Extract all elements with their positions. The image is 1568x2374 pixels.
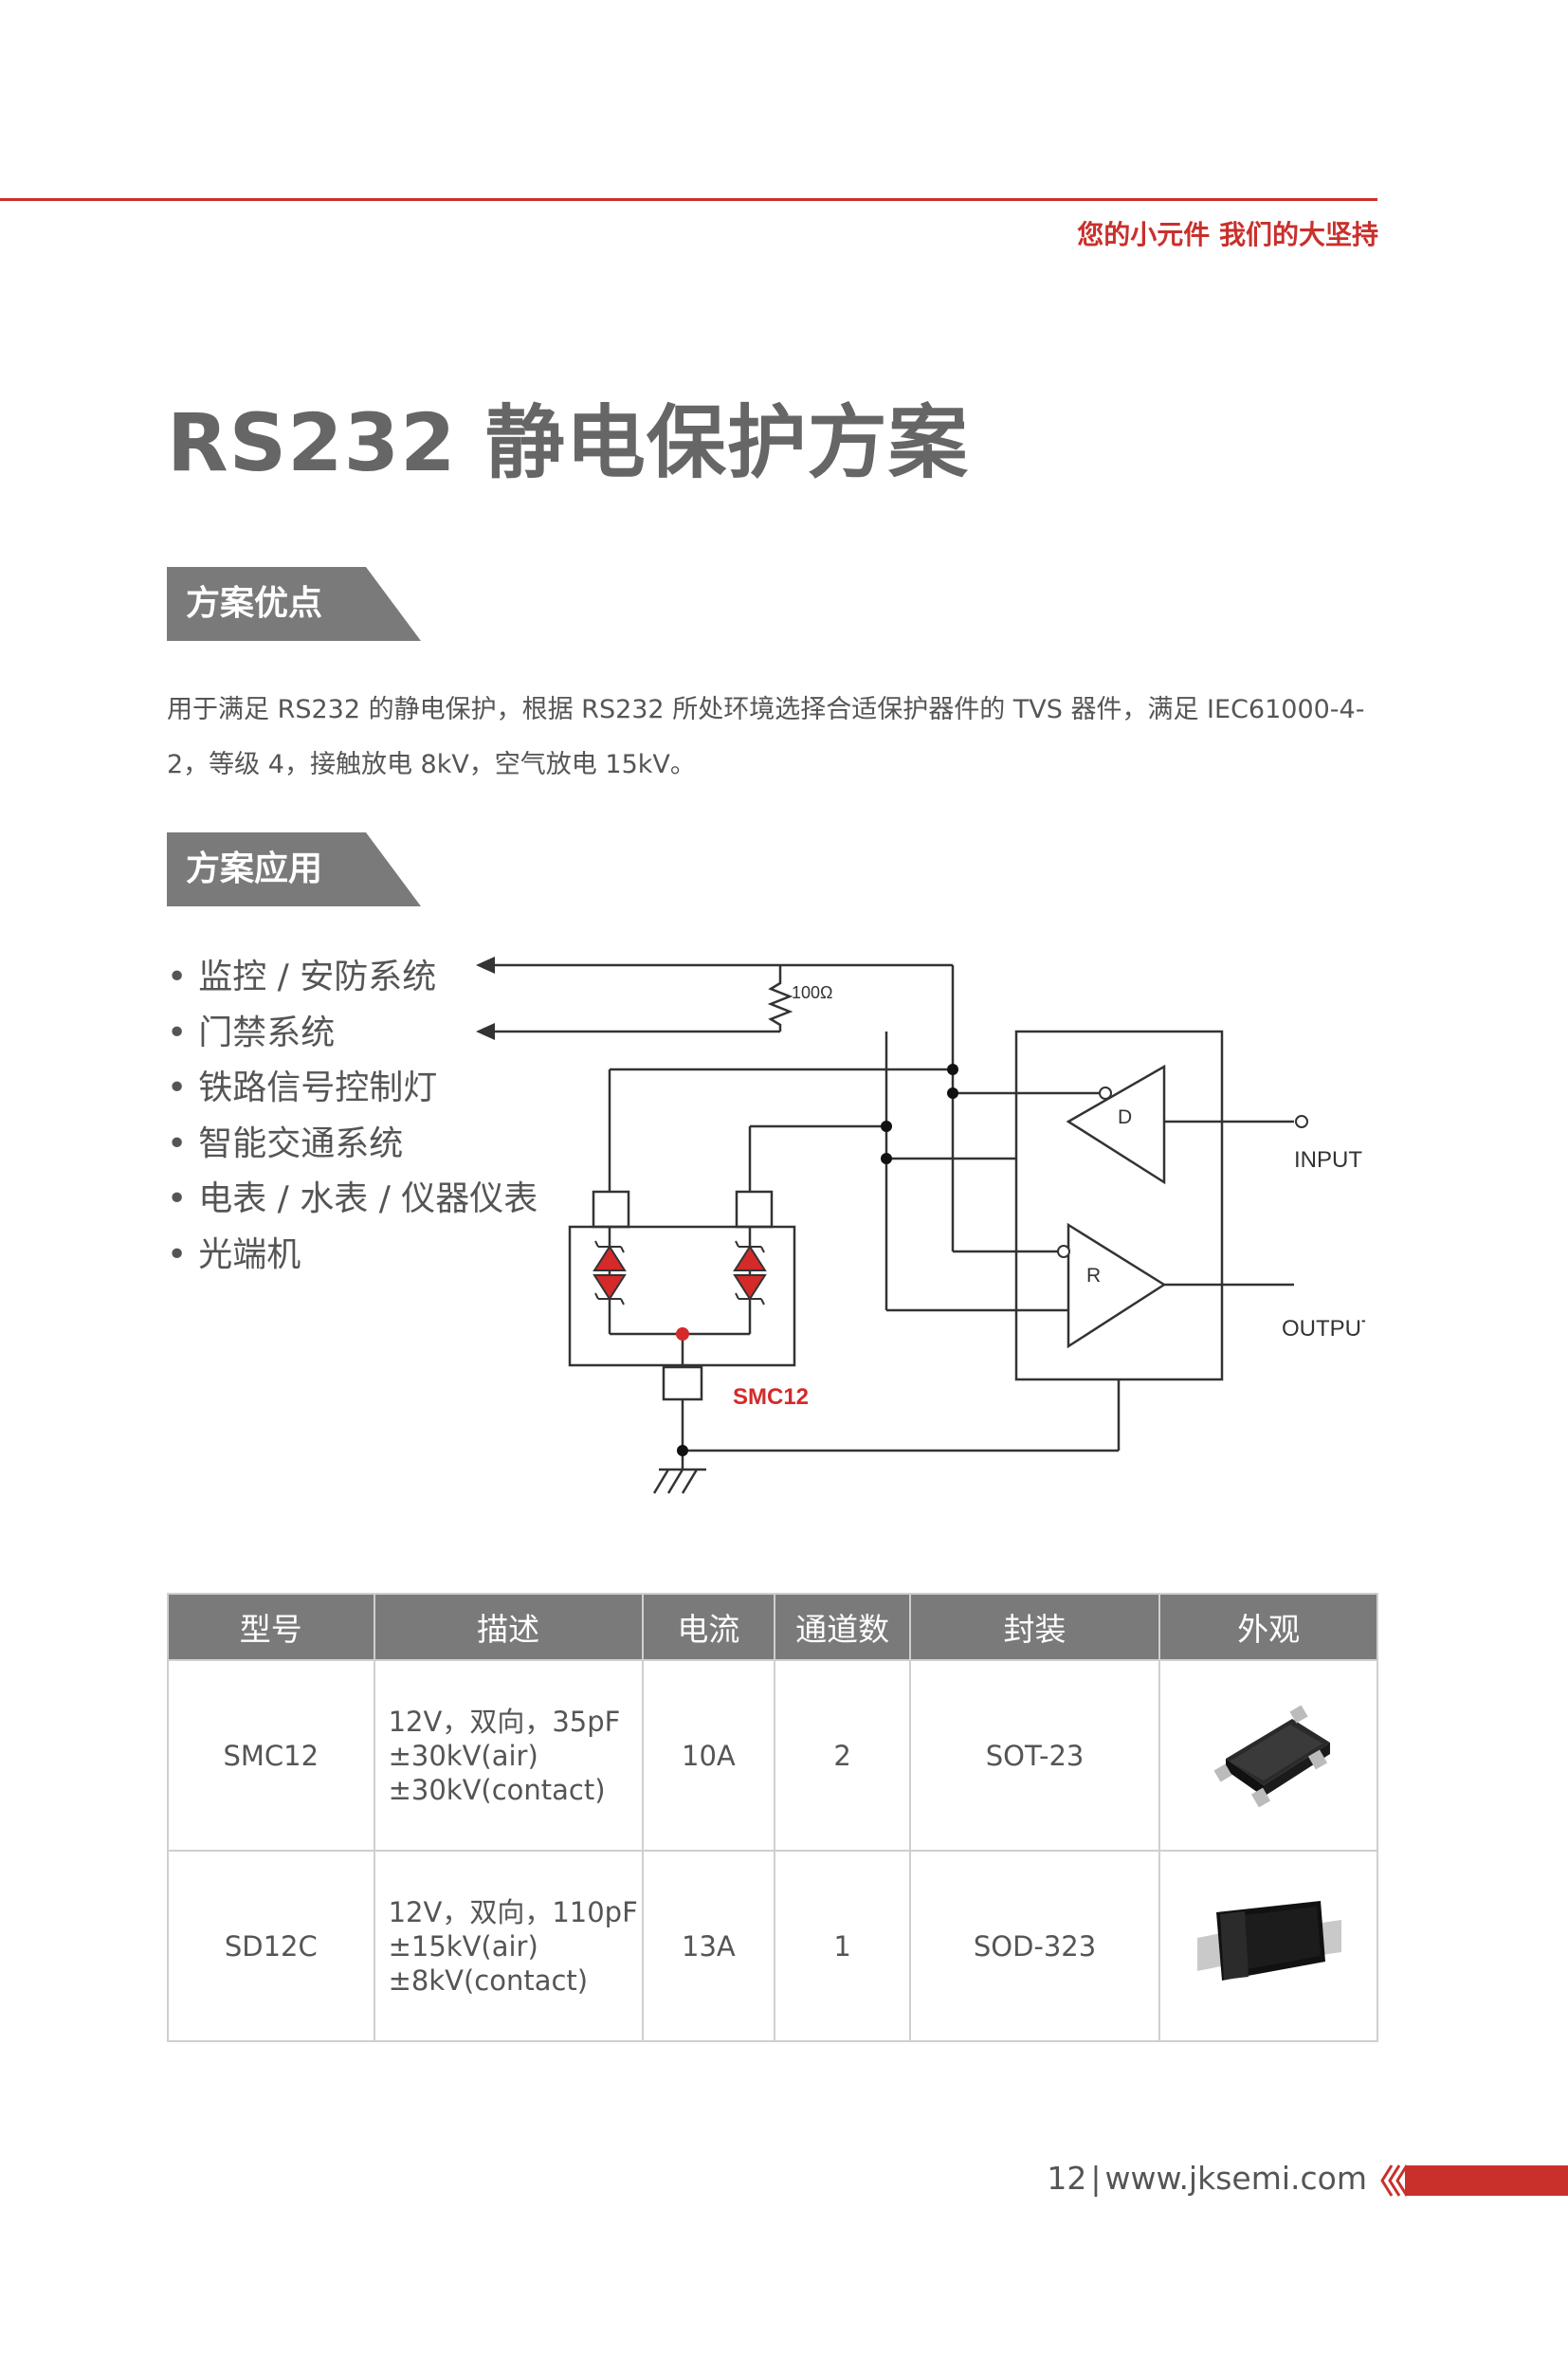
header-appearance: 外观: [1158, 1593, 1378, 1661]
output-label: OUTPUT: [1282, 1316, 1365, 1342]
driver-label: D: [1118, 1106, 1132, 1128]
section-tag-applications: 方案应用: [167, 832, 421, 906]
cell-appearance: [1158, 1659, 1378, 1852]
desc-line: ±30kV(air): [388, 1739, 538, 1772]
website-url: www.jksemi.com: [1104, 2160, 1368, 2197]
desc-line: ±8kV(contact): [388, 1963, 589, 1997]
rs232-schematic: 100Ω D R INPUT OUTPUT SMC12: [476, 957, 1365, 1494]
header-channels: 通道数: [774, 1593, 911, 1661]
table-row: SD12C 12V，双向，110pF ±15kV(air) ±8kV(conta…: [167, 1850, 1378, 2042]
header-rule: [0, 198, 1377, 201]
page-title: RS232 静电保护方案: [167, 396, 969, 489]
chevron-left-icon: [1380, 2164, 1407, 2197]
sod323-package-image: [1197, 1901, 1342, 1981]
cell-package: SOD-323: [908, 1850, 1161, 2042]
spec-table: 型号 描述 电流 通道数 封装 外观 SMC12 12V，双向，35pF ±30…: [167, 1593, 1378, 2042]
desc-line: 12V，双向，110pF: [388, 1895, 638, 1928]
list-item: 监控 / 安防系统: [167, 950, 538, 1006]
section-tag-advantages: 方案优点: [167, 567, 421, 641]
cell-model: SD12C: [167, 1850, 375, 2042]
footer-accent-bar: [1405, 2165, 1568, 2196]
desc-line: ±15kV(air): [388, 1929, 538, 1963]
list-item: 铁路信号控制灯: [167, 1061, 538, 1117]
footer-text: 12|www.jksemi.com: [1047, 2160, 1367, 2197]
header-current: 电流: [641, 1593, 776, 1661]
device-label: SMC12: [733, 1384, 809, 1410]
header-package: 封装: [908, 1593, 1161, 1661]
cell-appearance: [1158, 1850, 1378, 2042]
cell-channels: 1: [774, 1850, 911, 2042]
table-row: SMC12 12V，双向，35pF ±30kV(air) ±30kV(conta…: [167, 1659, 1378, 1852]
receiver-label: R: [1086, 1265, 1101, 1287]
slogan: 您的小元件 我们的大坚持: [1077, 219, 1378, 250]
cell-model: SMC12: [167, 1659, 375, 1852]
list-item: 电表 / 水表 / 仪器仪表: [167, 1172, 538, 1228]
cell-current: 10A: [641, 1659, 776, 1852]
cell-description: 12V，双向，35pF ±30kV(air) ±30kV(contact): [373, 1659, 644, 1852]
list-item: 门禁系统: [167, 1006, 538, 1062]
cell-package: SOT-23: [908, 1659, 1161, 1852]
page-number: 12: [1047, 2160, 1087, 2197]
cell-current: 13A: [641, 1850, 776, 2042]
intro-paragraph: 用于满足 RS232 的静电保护，根据 RS232 所处环境选择合适保护器件的 …: [167, 695, 1365, 779]
input-label: INPUT: [1294, 1147, 1362, 1173]
list-item: 光端机: [167, 1228, 538, 1284]
application-list: 监控 / 安防系统 门禁系统 铁路信号控制灯 智能交通系统 电表 / 水表 / …: [167, 950, 538, 1283]
resistor-label: 100Ω: [792, 983, 833, 1002]
list-item: 智能交通系统: [167, 1117, 538, 1173]
header-model: 型号: [167, 1593, 375, 1661]
cell-description: 12V，双向，110pF ±15kV(air) ±8kV(contact): [373, 1850, 644, 2042]
sot23-package-image: [1213, 1705, 1331, 1808]
desc-line: 12V，双向，35pF: [388, 1705, 621, 1738]
cell-channels: 2: [774, 1659, 911, 1852]
header-description: 描述: [373, 1593, 644, 1661]
desc-line: ±30kV(contact): [388, 1773, 606, 1806]
